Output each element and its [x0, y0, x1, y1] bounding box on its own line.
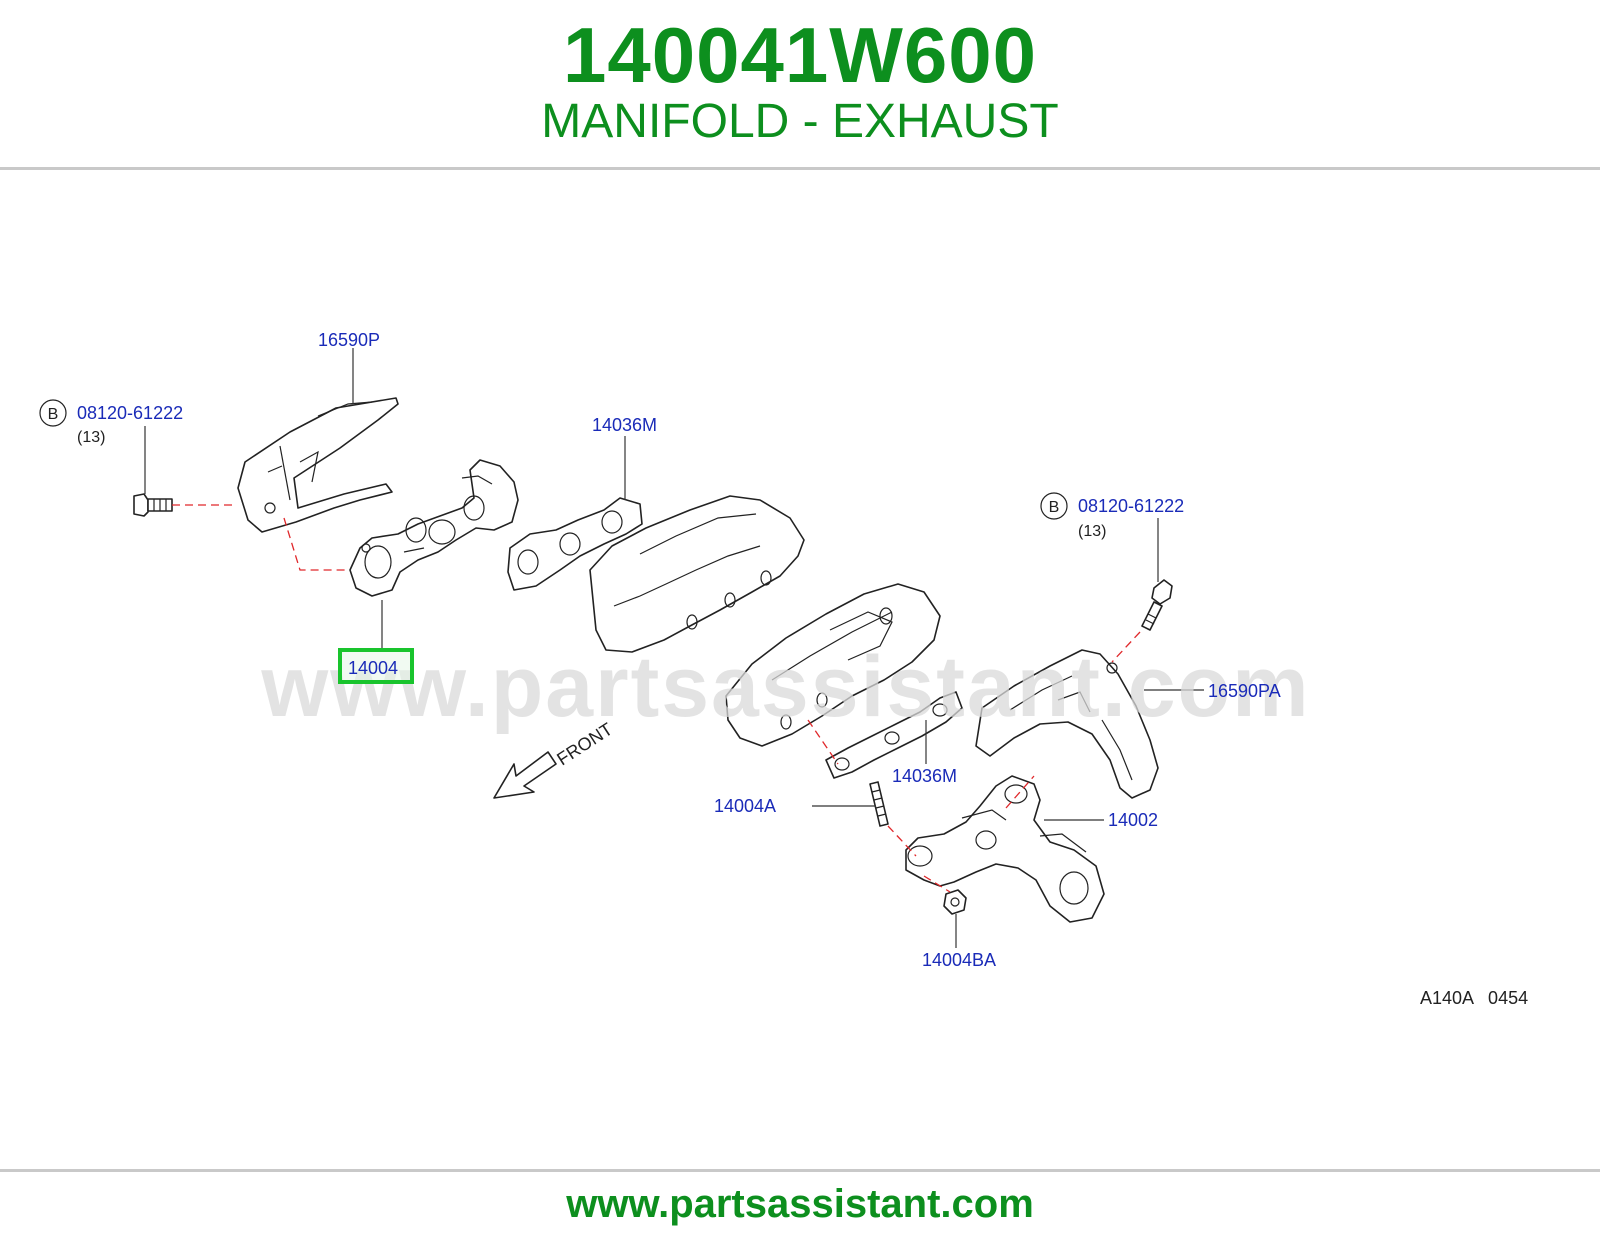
callout-14004[interactable]: 14004	[348, 658, 398, 678]
callout-16590P[interactable]: 16590P	[318, 330, 380, 350]
callout-16590PA[interactable]: 16590PA	[1208, 681, 1281, 701]
gasket-right-drawing[interactable]	[825, 691, 963, 779]
exhaust-manifold-left-drawing[interactable]	[349, 459, 519, 597]
assembly-line-nut	[923, 875, 951, 893]
callout-14004A[interactable]: 14004A	[714, 796, 776, 816]
watermark: www.partsassistant.com	[260, 639, 1310, 735]
callout-14004BA[interactable]: 14004BA	[922, 950, 996, 970]
footer-url-link[interactable]: www.partsassistant.com	[566, 1182, 1034, 1226]
bolt-right-quantity: (13)	[1078, 523, 1106, 540]
assembly-line-left-insulator	[283, 517, 346, 571]
stud-drawing[interactable]	[869, 781, 889, 827]
bolt-left-badge-circle	[39, 399, 67, 427]
callout-bolt-left[interactable]: 08120-61222	[77, 403, 183, 423]
gasket-left-drawing[interactable]	[507, 497, 643, 591]
selected-part-highlight	[338, 648, 414, 684]
header-divider	[0, 167, 1600, 170]
bolt-right-badge-letter: B	[1049, 499, 1060, 516]
exhaust-manifold-right-drawing[interactable]	[905, 775, 1105, 923]
cylinder-head-right-drawing[interactable]	[725, 583, 941, 747]
nut-drawing[interactable]	[943, 889, 967, 915]
cylinder-head-left-drawing[interactable]	[589, 495, 805, 653]
bolt-right-drawing[interactable]	[1141, 579, 1173, 631]
heat-insulator-right-drawing[interactable]	[975, 649, 1159, 799]
callout-14036M-left[interactable]: 14036M	[592, 415, 657, 435]
diagram-reference-code: A140A 0454	[1420, 988, 1528, 1008]
part-number-title: 140041W600	[562, 11, 1038, 99]
page-header: 140041W600 MANIFOLD - EXHAUST	[0, 0, 1600, 168]
bolt-left-badge-letter: B	[48, 406, 59, 423]
callout-14002[interactable]: 14002	[1108, 810, 1158, 830]
assembly-line-stud	[887, 825, 917, 857]
heat-insulator-left-drawing[interactable]	[237, 397, 399, 533]
assembly-line-right-head	[807, 719, 839, 765]
assembly-line-right-bolt	[1111, 631, 1141, 663]
footer-divider	[0, 1169, 1600, 1172]
assembly-line-manifold-right	[1005, 775, 1035, 809]
bolt-right-badge-circle	[1040, 492, 1068, 520]
bolt-left-drawing[interactable]	[133, 493, 173, 517]
front-direction-arrow	[493, 751, 557, 799]
bolt-left-quantity: (13)	[77, 429, 105, 446]
part-name-subtitle: MANIFOLD - EXHAUST	[541, 95, 1059, 148]
callout-bolt-right[interactable]: 08120-61222	[1078, 496, 1184, 516]
callout-14036M-right[interactable]: 14036M	[892, 766, 957, 786]
